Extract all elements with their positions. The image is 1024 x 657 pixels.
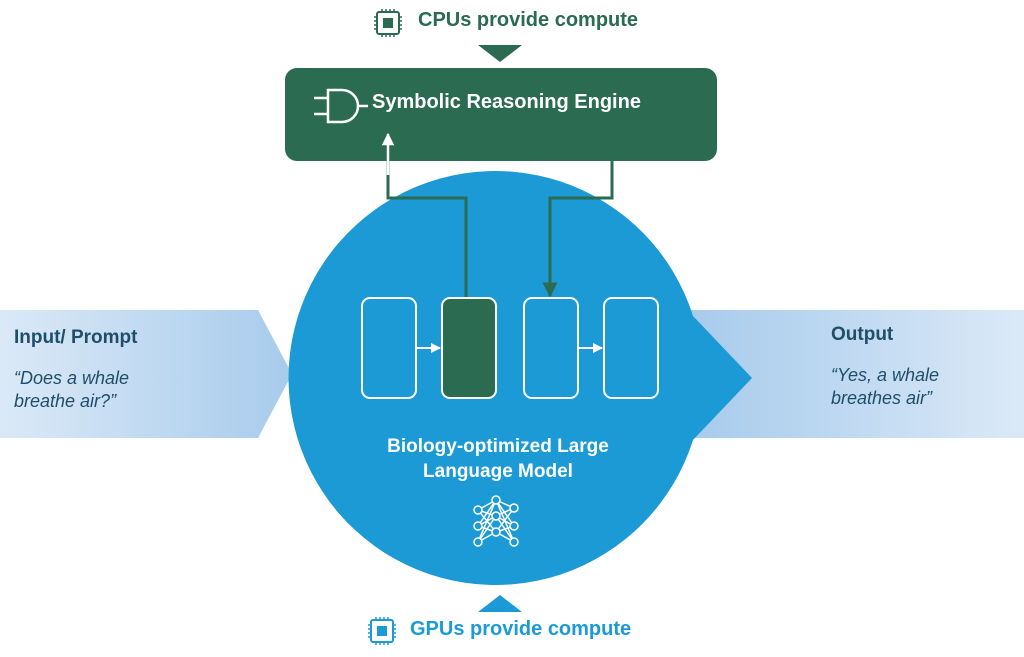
input-band xyxy=(0,310,292,438)
neural-network-icon xyxy=(473,495,519,547)
input-quote-line-1: “Does a whale xyxy=(14,368,130,388)
reasoning-engine-label: Symbolic Reasoning Engine xyxy=(372,91,641,113)
gpu-compute-label: GPUs provide compute xyxy=(410,618,632,640)
model-label-line-2: Language Model xyxy=(423,461,573,482)
model-label: Biology-optimized Large Language Model xyxy=(348,434,648,484)
output-quote: “Yes, a whale breathes air” xyxy=(831,364,981,410)
gpu-chip-icon xyxy=(368,617,396,645)
engine-to-model-connector xyxy=(542,132,614,298)
cpu-pointer xyxy=(478,45,522,62)
output-title: Output xyxy=(831,324,894,345)
input-quote: “Does a whale breathe air?” xyxy=(14,367,164,413)
model-teardrop xyxy=(288,170,752,585)
output-quote-line-1: “Yes, a whale xyxy=(831,365,940,385)
reasoning-engine-box xyxy=(285,68,717,161)
input-quote-line-2: breathe air?” xyxy=(14,391,117,411)
input-title: Input/ Prompt xyxy=(14,327,138,348)
layer-block-4 xyxy=(603,297,659,399)
model-label-line-1: Biology-optimized Large xyxy=(387,436,609,457)
cpu-compute-label: CPUs provide compute xyxy=(418,9,639,31)
cpu-chip-icon xyxy=(374,9,402,37)
layer-block-2-highlighted xyxy=(441,297,497,399)
gpu-pointer xyxy=(478,595,522,612)
and-gate-icon xyxy=(314,88,368,124)
output-quote-line-2: breathes air” xyxy=(831,388,933,408)
